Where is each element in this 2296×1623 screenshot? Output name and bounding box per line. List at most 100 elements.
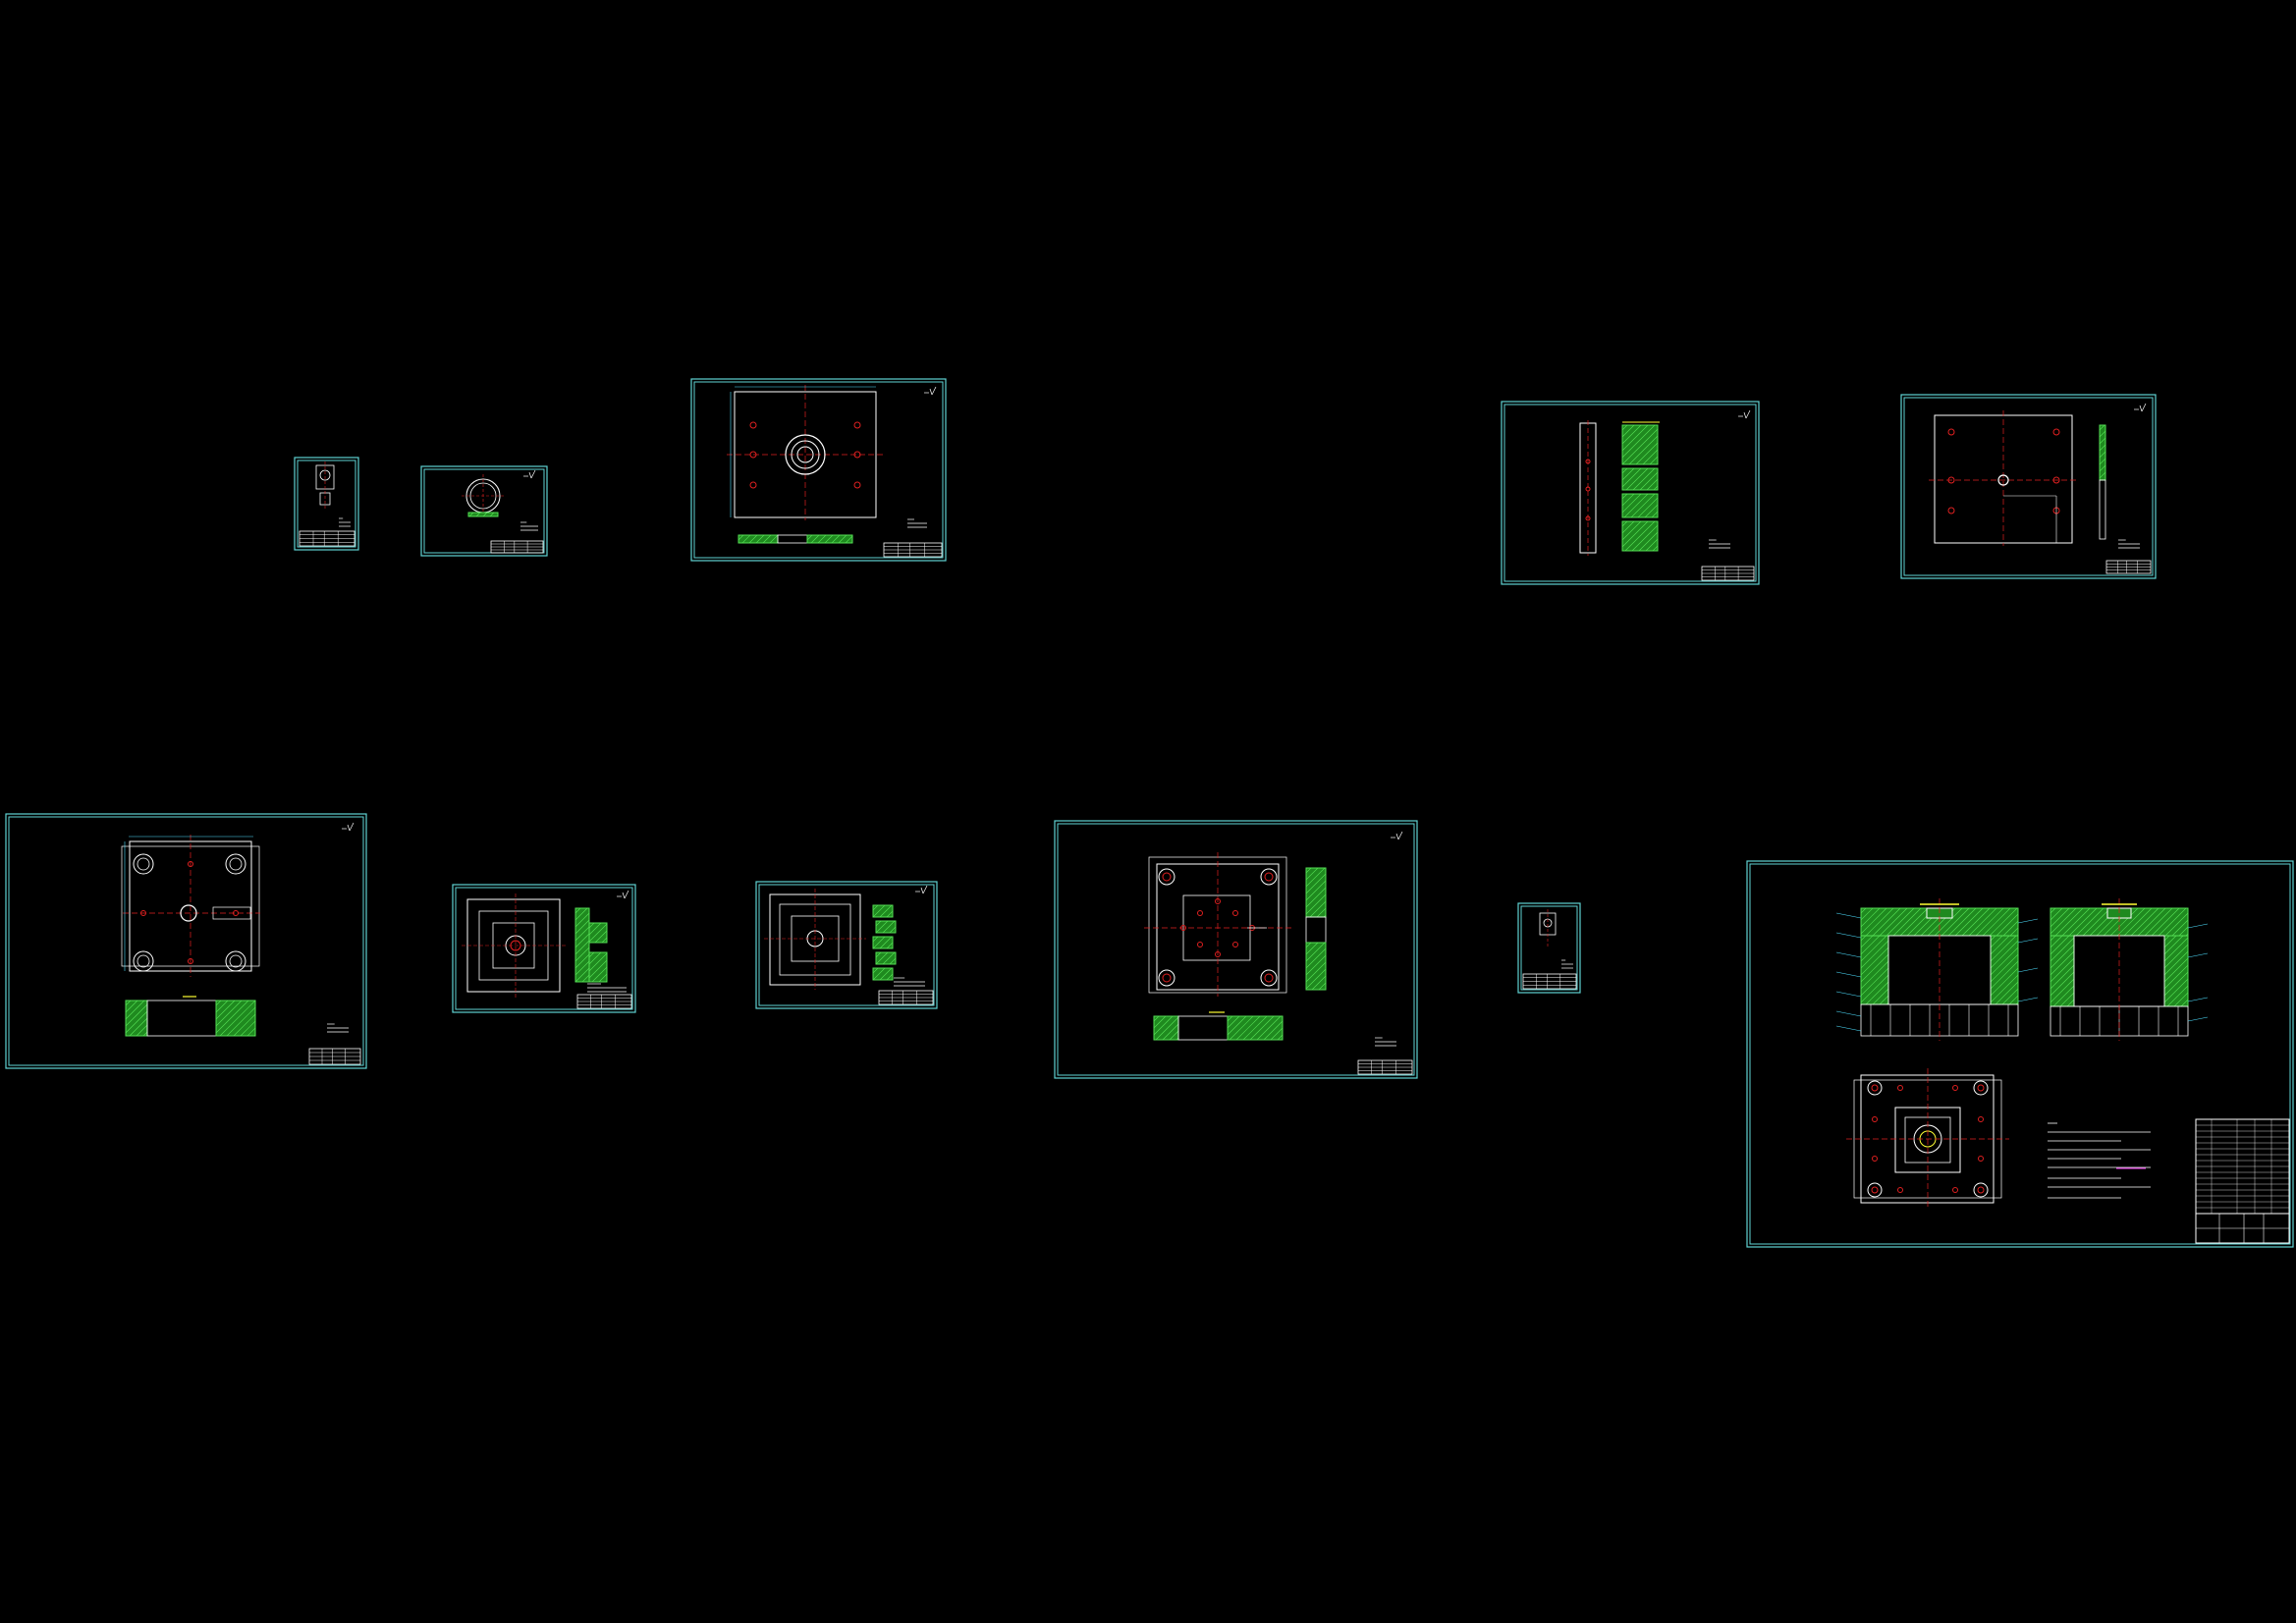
- drawing-border: [1517, 902, 1581, 994]
- screw-hole: [749, 481, 757, 489]
- title-block: [576, 994, 632, 1009]
- sheet-mold-assembly: [1746, 860, 2294, 1248]
- technical-notes: [907, 518, 927, 528]
- assembly-section-b: [2050, 898, 2209, 1041]
- screw-hole: [1197, 942, 1203, 947]
- technical-notes: [1561, 959, 1573, 969]
- technical-notes: [339, 517, 351, 527]
- guide-bush-outer: [225, 853, 246, 875]
- inner-border: [1749, 863, 2291, 1245]
- inner-border: [423, 468, 545, 554]
- title-block: [490, 540, 544, 554]
- inner-border: [1903, 397, 2154, 576]
- roughness-symbol: [342, 822, 355, 832]
- drawing-border: [690, 378, 947, 562]
- technical-notes: [894, 977, 925, 987]
- guide-hole-outer: [1158, 969, 1175, 987]
- drawing-border: [420, 465, 548, 557]
- bore-circle: [319, 469, 331, 481]
- screw-hole: [2052, 428, 2060, 436]
- title-block: [2105, 560, 2152, 574]
- side-section-right: [806, 534, 853, 544]
- inner-border: [8, 816, 364, 1066]
- guide-hole-inner: [1162, 973, 1172, 983]
- technical-notes: [1709, 539, 1730, 549]
- side-view: [2099, 479, 2106, 540]
- drawing-border: [5, 813, 367, 1069]
- drawing-border: [1054, 820, 1418, 1079]
- sheet-plate-corner-bushes: [5, 813, 367, 1069]
- screw-hole: [1947, 428, 1955, 436]
- hole-mark: [1585, 486, 1591, 492]
- inner-border: [693, 381, 944, 559]
- screw-hole: [1197, 910, 1203, 916]
- title-block: [1522, 973, 1577, 990]
- inner-border: [1503, 404, 1757, 582]
- guide-bush-inner: [229, 954, 243, 968]
- drawing-border: [1900, 394, 2157, 579]
- screw-hole: [188, 958, 193, 964]
- hole-mark: [1585, 515, 1591, 521]
- technical-notes: [1375, 1037, 1396, 1047]
- title-block: [299, 530, 355, 547]
- detail-slot: [212, 906, 251, 920]
- inner-border: [297, 460, 356, 548]
- technical-notes: [327, 1023, 349, 1033]
- roughness-symbol: [1738, 409, 1751, 419]
- parts-list: [2195, 1118, 2290, 1244]
- center-bore: [180, 904, 197, 922]
- front-section-left: [1153, 1015, 1179, 1041]
- insert-section-step: [588, 922, 608, 944]
- drawing-border: [1501, 401, 1760, 585]
- sheet-core-insert: [755, 881, 938, 1009]
- core-section: [872, 904, 897, 981]
- screw-hole: [749, 421, 757, 429]
- roughness-symbol: [617, 890, 629, 899]
- sheet-small-part-2: [1517, 902, 1581, 994]
- roughness-symbol: [523, 469, 536, 479]
- guide-bush-inner: [137, 954, 150, 968]
- drawing-border: [755, 881, 938, 1009]
- guide-hole-inner: [1162, 872, 1172, 882]
- screw-hole: [188, 861, 193, 867]
- side-section-top: [1305, 867, 1327, 918]
- sheet-pillar-and-section: [1501, 401, 1760, 585]
- ring-section: [467, 512, 499, 517]
- drawing-border: [294, 457, 359, 551]
- technical-notes: [2118, 539, 2140, 549]
- screw-hole: [1232, 910, 1238, 916]
- assembly-section-a: [1835, 898, 2039, 1041]
- screw-hole: [1232, 942, 1238, 947]
- inner-border: [1057, 823, 1415, 1076]
- guide-bush-outer: [225, 950, 246, 972]
- sheet-template-plate: [1054, 820, 1418, 1079]
- guide-hole-outer: [1158, 868, 1175, 886]
- screw-hole: [853, 421, 861, 429]
- insert-section-base: [588, 951, 608, 983]
- guide-hole-inner: [1264, 872, 1274, 882]
- screw-hole: [1947, 476, 1955, 484]
- drawing-border: [1746, 860, 2294, 1248]
- sheet-plate-with-bore: [690, 378, 947, 562]
- section-right: [215, 1000, 256, 1037]
- bore-outer: [785, 434, 826, 475]
- guide-hole-outer: [1260, 969, 1278, 987]
- guide-bush-outer: [133, 950, 154, 972]
- hatched-section: [1621, 424, 1659, 552]
- inner-border: [1520, 905, 1578, 991]
- screw-hole: [1215, 951, 1221, 957]
- screw-hole: [140, 910, 146, 916]
- screw-hole: [1215, 898, 1221, 904]
- screw-hole: [853, 481, 861, 489]
- title-block: [883, 542, 943, 558]
- side-section-left: [738, 534, 779, 544]
- guide-bush-outer: [133, 853, 154, 875]
- sheet-cavity-insert: [452, 884, 636, 1013]
- screw-hole: [853, 451, 861, 459]
- title-block: [308, 1048, 361, 1065]
- technical-notes: [520, 521, 538, 531]
- inner-border: [758, 884, 935, 1006]
- guide-hole-inner: [1264, 973, 1274, 983]
